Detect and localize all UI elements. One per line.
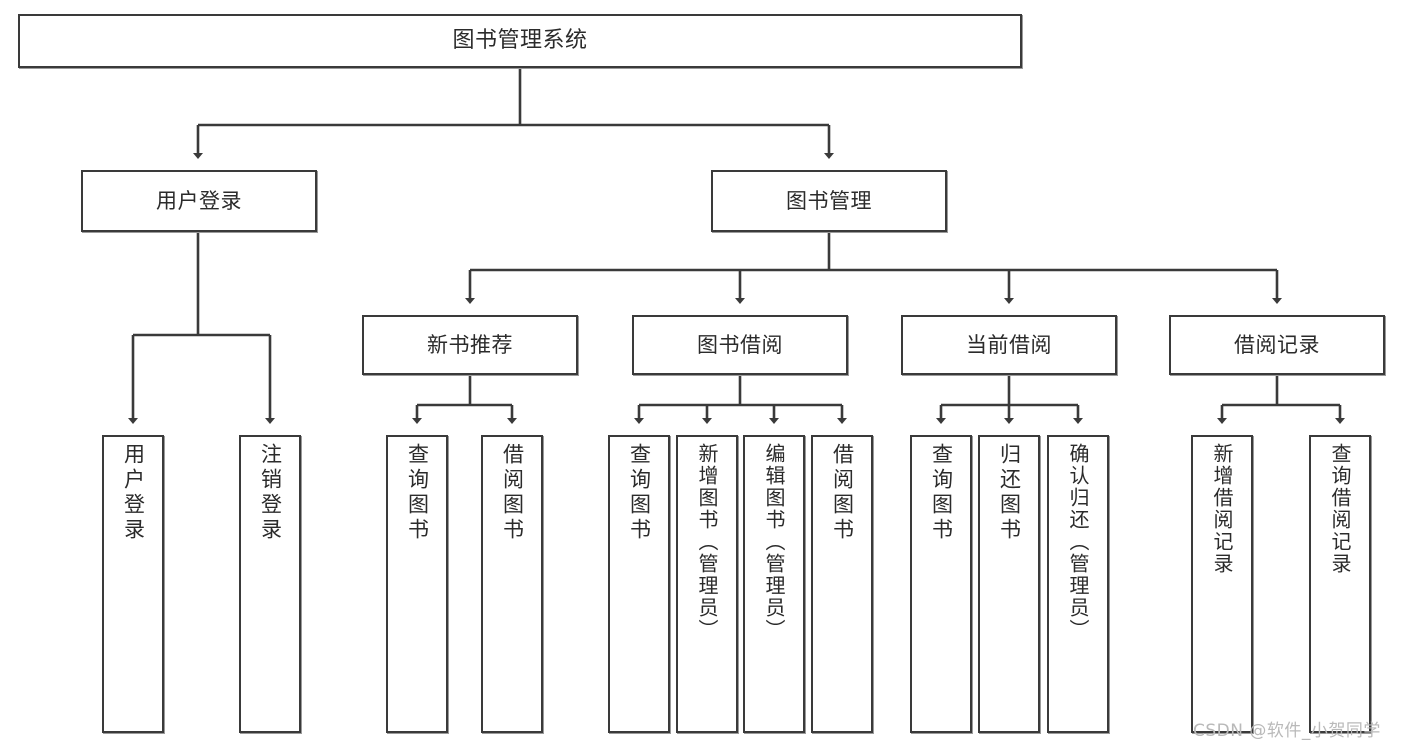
node-borrow-records[interactable]: 借阅记录: [1169, 315, 1385, 375]
leaf-logout[interactable]: 注销登录: [239, 435, 301, 733]
node-label: 新书推荐: [427, 332, 513, 357]
node-new-book-recommendation[interactable]: 新书推荐: [362, 315, 578, 375]
node-book-borrowing[interactable]: 图书借阅: [632, 315, 848, 375]
leaf-edit-book-admin[interactable]: 编辑图书（管理员）: [743, 435, 805, 733]
leaf-query-book-3[interactable]: 查询图书: [910, 435, 972, 733]
node-label: 查询借阅记录: [1328, 443, 1352, 575]
node-label: 借阅图书: [830, 443, 855, 543]
node-label: 归还图书: [997, 443, 1022, 543]
node-label: 用户登录: [156, 188, 242, 213]
node-label: 查询图书: [627, 443, 652, 543]
leaf-query-book-1[interactable]: 查询图书: [386, 435, 448, 733]
leaf-user-login[interactable]: 用户登录: [102, 435, 164, 733]
node-user-login[interactable]: 用户登录: [81, 170, 317, 232]
node-label: 确认归还（管理员）: [1066, 443, 1090, 641]
leaf-borrow-book-1[interactable]: 借阅图书: [481, 435, 543, 733]
node-label: 借阅记录: [1234, 332, 1320, 357]
leaf-add-book-admin[interactable]: 新增图书（管理员）: [676, 435, 738, 733]
csdn-watermark: CSDN @软件_小贺同学: [1193, 721, 1381, 741]
node-label: 借阅图书: [500, 443, 525, 543]
node-label: 图书管理: [786, 188, 872, 213]
leaf-confirm-return-admin[interactable]: 确认归还（管理员）: [1047, 435, 1109, 733]
leaf-add-borrow-record[interactable]: 新增借阅记录: [1191, 435, 1253, 733]
node-label: 查询图书: [405, 443, 430, 543]
node-label: 用户登录: [121, 443, 146, 543]
node-label: 编辑图书（管理员）: [762, 443, 786, 641]
node-label: 查询图书: [929, 443, 954, 543]
node-current-borrowing[interactable]: 当前借阅: [901, 315, 1117, 375]
node-label: 图书借阅: [697, 332, 783, 357]
node-label: 新增借阅记录: [1210, 443, 1234, 575]
leaf-query-borrow-record[interactable]: 查询借阅记录: [1309, 435, 1371, 733]
node-book-management[interactable]: 图书管理: [711, 170, 947, 232]
leaf-borrow-book-2[interactable]: 借阅图书: [811, 435, 873, 733]
leaf-return-book[interactable]: 归还图书: [978, 435, 1040, 733]
node-label: 当前借阅: [966, 332, 1052, 357]
leaf-query-book-2[interactable]: 查询图书: [608, 435, 670, 733]
node-root-book-management-system[interactable]: 图书管理系统: [18, 14, 1022, 68]
node-label: 图书管理系统: [452, 28, 588, 54]
node-label: 注销登录: [258, 443, 283, 543]
node-label: 新增图书（管理员）: [695, 443, 719, 641]
